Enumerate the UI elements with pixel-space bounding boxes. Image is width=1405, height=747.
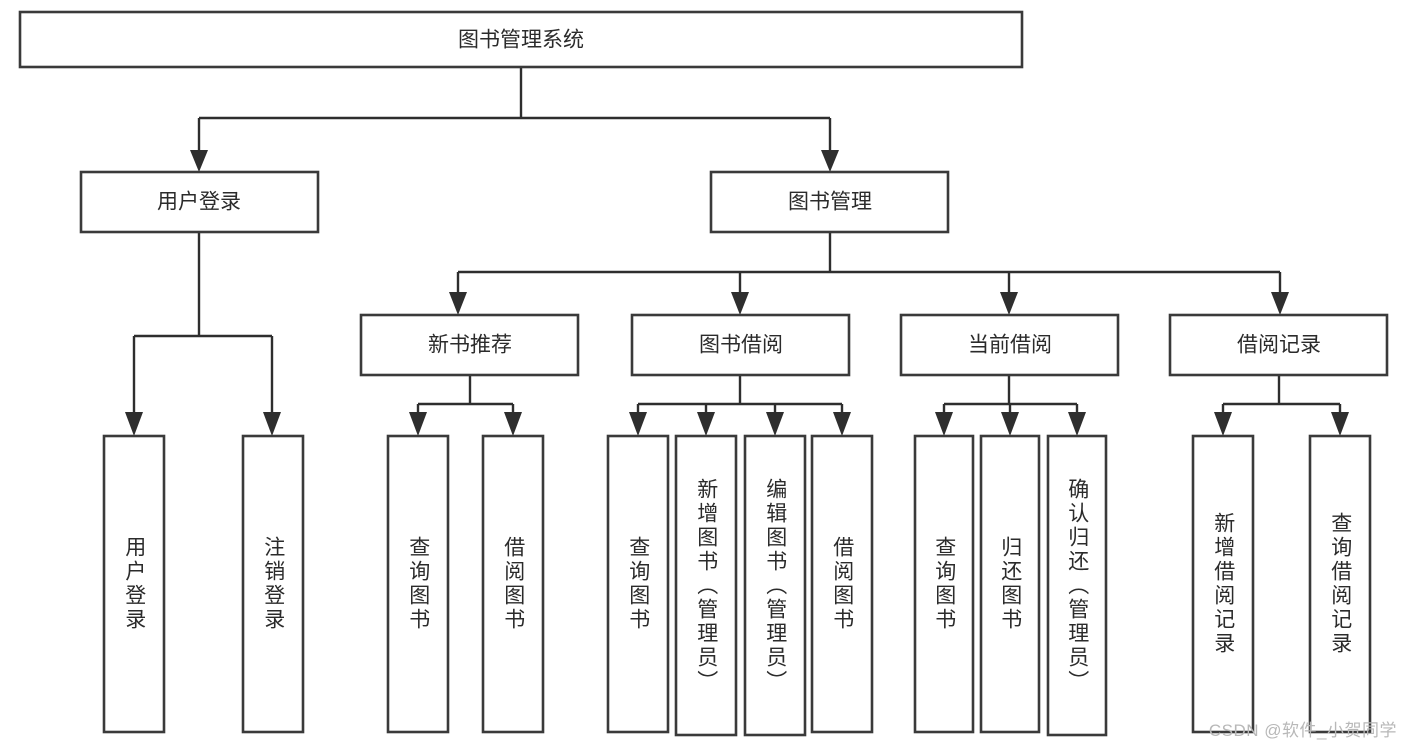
leaf-box-query-books-borrow[interactable]	[606, 434, 670, 734]
arrow-book-borrow-leaf-4	[833, 412, 851, 436]
node-user-login[interactable]	[79, 170, 320, 234]
node-book-borrowing[interactable]	[630, 313, 851, 377]
node-layer: 图书管理系统 用户登录 图书管理 新书推荐 图书借阅 当前借阅 借阅记录	[18, 10, 1389, 737]
arrow-borrow-record-leaf-2	[1331, 412, 1349, 436]
node-new-book-recommendation[interactable]	[359, 313, 580, 377]
watermark-text: CSDN @软件_小贺同学	[1208, 721, 1397, 740]
node-borrowing-record-label: 借阅记录	[1237, 334, 1321, 357]
node-root-label: 图书管理系统	[458, 29, 584, 52]
leaf-box-borrow-books-rec[interactable]	[481, 434, 545, 734]
leaf-label-borrow-books-rec: 借阅图书	[501, 536, 525, 632]
leaf-box-query-books-rec[interactable]	[386, 434, 450, 734]
arrow-root-to-book-mgmt	[821, 150, 839, 172]
leaf-box-user-login[interactable]	[102, 434, 166, 734]
leaf-box-query-books-current[interactable]	[913, 434, 975, 734]
leaf-label-logout: 注销登录	[261, 536, 285, 632]
leaf-label-user-login: 用户登录	[122, 536, 146, 632]
arrow-book-borrow-leaf-1	[629, 412, 647, 436]
arrow-user-login-leaf-1	[125, 412, 143, 436]
leaf-box-confirm-return-admin[interactable]	[1046, 434, 1108, 737]
leaf-label-add-borrow-record: 新增借阅记录	[1211, 512, 1235, 656]
leaf-label-add-book-admin: 新增图书（管理员）	[694, 477, 718, 694]
leaf-box-borrow-books[interactable]	[810, 434, 874, 734]
arrow-to-current-borrow	[1000, 292, 1018, 315]
arrow-to-book-borrow	[731, 292, 749, 315]
leaf-box-logout[interactable]	[241, 434, 305, 734]
node-user-login-label: 用户登录	[157, 191, 241, 214]
node-current-borrowing-label: 当前借阅	[968, 334, 1052, 357]
arrow-current-borrow-leaf-2	[1001, 412, 1019, 436]
arrow-to-borrow-record	[1271, 292, 1289, 315]
arrow-root-to-user-login	[190, 150, 208, 172]
arrow-to-new-book-rec	[449, 292, 467, 315]
node-borrowing-record[interactable]	[1168, 313, 1389, 377]
node-current-borrowing[interactable]	[899, 313, 1120, 377]
leaf-box-edit-book-admin[interactable]	[743, 434, 807, 737]
arrow-current-borrow-leaf-3	[1068, 412, 1086, 436]
arrow-book-borrow-leaf-2	[697, 412, 715, 436]
leaf-label-confirm-return-admin: 确认归还（管理员）	[1065, 477, 1089, 694]
node-root-book-management-system[interactable]	[18, 10, 1024, 69]
arrow-book-borrow-leaf-3	[766, 412, 784, 436]
leaf-box-return-books[interactable]	[979, 434, 1041, 734]
leaf-label-edit-book-admin: 编辑图书（管理员）	[763, 477, 787, 694]
leaf-label-borrow-books: 借阅图书	[830, 536, 854, 632]
node-book-management[interactable]	[709, 170, 950, 234]
leaf-label-return-books: 归还图书	[998, 536, 1022, 632]
arrow-new-book-rec-leaf-2	[504, 412, 522, 436]
arrow-user-login-leaf-2	[263, 412, 281, 436]
leaf-label-query-books-borrow: 查询图书	[626, 536, 650, 632]
leaf-label-query-books-rec: 查询图书	[406, 536, 430, 632]
node-book-borrowing-label: 图书借阅	[699, 334, 783, 357]
leaf-box-add-borrow-record[interactable]	[1191, 434, 1255, 734]
leaf-box-query-borrow-record[interactable]	[1308, 434, 1372, 734]
arrow-borrow-record-leaf-1	[1214, 412, 1232, 436]
connector-layer	[125, 67, 1349, 436]
arrow-current-borrow-leaf-1	[935, 412, 953, 436]
arrow-new-book-rec-leaf-1	[409, 412, 427, 436]
node-new-book-recommendation-label: 新书推荐	[428, 334, 512, 357]
leaf-label-query-borrow-record: 查询借阅记录	[1328, 512, 1352, 656]
node-book-management-label: 图书管理	[788, 191, 872, 214]
leaf-label-query-books-current: 查询图书	[932, 536, 956, 632]
leaf-box-add-book-admin[interactable]	[674, 434, 738, 737]
